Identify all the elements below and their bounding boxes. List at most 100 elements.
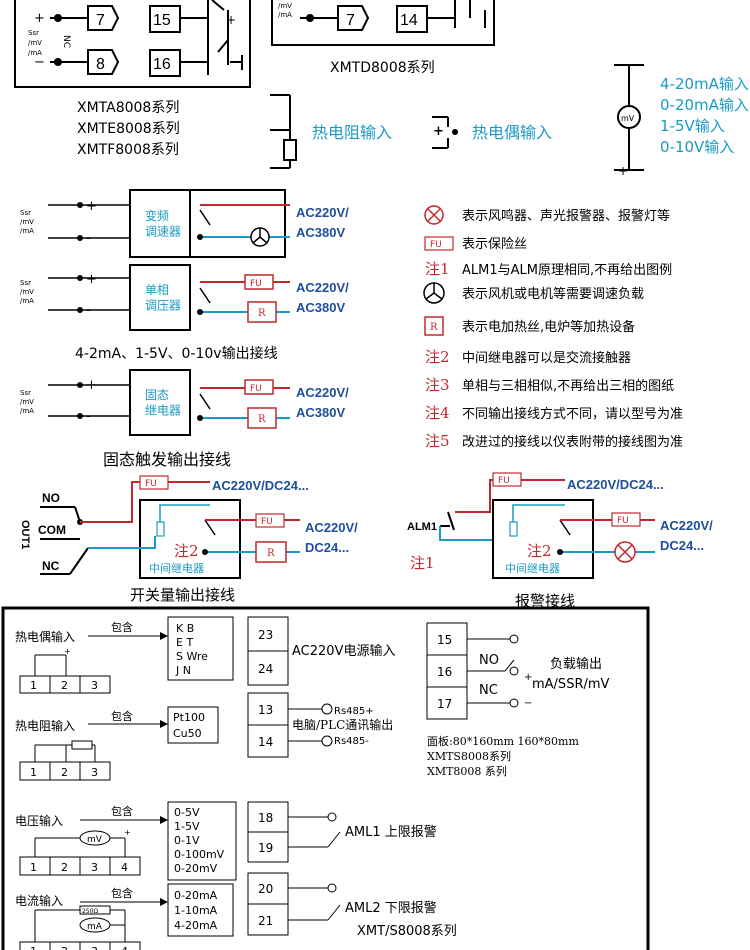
svg-text:K B: K B bbox=[176, 622, 194, 635]
rtd-type-box bbox=[167, 706, 219, 744]
ssr-label: Ssr bbox=[28, 29, 39, 37]
svg-text:FU: FU bbox=[261, 517, 273, 527]
svg-text:R: R bbox=[267, 548, 275, 559]
svg-text:/mA: /mA bbox=[278, 11, 292, 19]
regulator-box bbox=[129, 264, 191, 331]
terminal-7b bbox=[337, 5, 370, 31]
mv-meter-symbol: mV + bbox=[614, 64, 644, 178]
svg-text:1-5V: 1-5V bbox=[174, 820, 200, 833]
svg-text:NC: NC bbox=[42, 559, 60, 573]
svg-text:热电阻输入: 热电阻输入 bbox=[15, 718, 75, 733]
caption-ssr-output: 固态触发输出接线 bbox=[103, 450, 231, 469]
svg-text:包含: 包含 bbox=[111, 620, 133, 634]
svg-text:表示风鸣器、声光报警器、报警灯等: 表示风鸣器、声光报警器、报警灯等 bbox=[462, 208, 670, 224]
terminal-8 bbox=[87, 49, 120, 75]
svg-text:4: 4 bbox=[121, 861, 128, 874]
svg-text:0-20mA输入: 0-20mA输入 bbox=[660, 96, 749, 114]
rtd-input-label: 热电阻输入 bbox=[312, 123, 392, 142]
svg-text:NC: NC bbox=[479, 683, 498, 698]
top-left-panel: + − Ssr /mV /mA NC 7 8 15 16 + bbox=[14, 0, 251, 88]
svg-text:XMT/S8008系列: XMT/S8008系列 bbox=[357, 924, 457, 939]
svg-text:/mV: /mV bbox=[20, 218, 34, 226]
relay-box bbox=[139, 499, 241, 579]
svg-text:/mA: /mA bbox=[20, 407, 34, 415]
svg-text:0-20mV: 0-20mV bbox=[174, 862, 218, 875]
svg-text:+: + bbox=[226, 13, 236, 27]
svg-text:DC24...: DC24... bbox=[305, 540, 349, 555]
svg-text:中间继电器: 中间继电器 bbox=[505, 562, 560, 575]
svg-text:24: 24 bbox=[258, 662, 273, 676]
svg-text:/mV: /mV bbox=[20, 288, 34, 296]
terminal-16 bbox=[149, 49, 181, 77]
vfd-label: 变频调速器 bbox=[145, 208, 181, 239]
analog-input-list: 4-20mA输入 0-20mA输入 1-5V输入 0-10V输入 bbox=[660, 75, 749, 156]
rtd-input-block: 热电阻输入 包含 1 2 3 Pt100 Cu50 bbox=[15, 706, 219, 781]
power-terminals: 23 24 AC220V电源输入 bbox=[247, 616, 395, 686]
svg-text:R: R bbox=[430, 322, 438, 333]
svg-text:4-20mA输入: 4-20mA输入 bbox=[660, 75, 749, 93]
legend: 表示风鸣器、声光报警器、报警灯等 FU 表示保险丝 注1 ALM1与ALM原理相… bbox=[423, 205, 683, 450]
svg-text:表示风机或电机等需要调速负载: 表示风机或电机等需要调速负载 bbox=[462, 286, 644, 302]
svg-text:变频调速器: 变频调速器 bbox=[145, 208, 181, 239]
svg-text:7: 7 bbox=[346, 12, 355, 29]
svg-text:2: 2 bbox=[61, 945, 68, 950]
panel-spec: 面板:80*160mm 160*80mm XMTS8008系列 XMT8008 … bbox=[427, 734, 579, 778]
svg-text:0-5V: 0-5V bbox=[174, 806, 200, 819]
svg-text:注1: 注1 bbox=[410, 554, 435, 572]
svg-text:18: 18 bbox=[258, 811, 273, 825]
svg-text:J N: J N bbox=[175, 664, 191, 677]
mv-label: /mV bbox=[28, 39, 42, 47]
svg-text:15: 15 bbox=[437, 633, 452, 647]
alarm1-terminals: 18 19 AML1 上限报警 bbox=[247, 801, 437, 863]
svg-text:注3: 注3 bbox=[425, 376, 450, 394]
ma-label: /mA bbox=[28, 49, 42, 57]
alarm-wiring: ALM1 FU AC220V/DC24... 注2 中间继电器 FU AC220… bbox=[407, 472, 713, 579]
terminal-7 bbox=[87, 5, 120, 31]
svg-text:1: 1 bbox=[30, 945, 37, 950]
svg-text:中间继电器: 中间继电器 bbox=[149, 562, 204, 575]
svg-text:FU: FU bbox=[250, 384, 262, 394]
ssr-label: 固态继电器 bbox=[145, 388, 181, 418]
svg-text:单相与三相相似,不再给出三相的图纸: 单相与三相相似,不再给出三相的图纸 bbox=[462, 378, 674, 394]
svg-text:注1: 注1 bbox=[425, 260, 450, 278]
svg-text:3: 3 bbox=[91, 679, 98, 692]
relay-terminals: 15 16 17 NO NC + − 负载输出 mA/SSR/mV bbox=[426, 622, 610, 720]
svg-text:0-10V输入: 0-10V输入 bbox=[660, 138, 734, 156]
svg-text:FU: FU bbox=[498, 476, 510, 486]
curr-type-box bbox=[167, 883, 234, 937]
svg-text:AC220V电源输入: AC220V电源输入 bbox=[292, 643, 395, 659]
svg-text:中间继电器可以是交流接触器: 中间继电器可以是交流接触器 bbox=[462, 350, 631, 366]
svg-text:−: − bbox=[524, 698, 532, 709]
svg-text:0-20mA: 0-20mA bbox=[174, 889, 218, 902]
svg-text:AML2 下限报警: AML2 下限报警 bbox=[345, 900, 437, 916]
svg-text:Cu50: Cu50 bbox=[173, 727, 202, 740]
svg-text:2: 2 bbox=[61, 861, 68, 874]
svg-text:+: + bbox=[618, 164, 628, 178]
svg-text:NO: NO bbox=[42, 491, 60, 505]
svg-text:3: 3 bbox=[91, 861, 98, 874]
svg-text:负载输出: 负载输出 bbox=[550, 656, 602, 672]
svg-text:1: 1 bbox=[30, 766, 37, 779]
svg-text:4: 4 bbox=[121, 945, 128, 950]
minus-sign: − bbox=[34, 55, 45, 70]
svg-text:7: 7 bbox=[96, 12, 105, 29]
fuse-icon bbox=[244, 379, 274, 395]
svg-text:Ssr: Ssr bbox=[20, 389, 31, 397]
svg-text:FU: FU bbox=[430, 240, 442, 250]
svg-text:表示电加热丝,电炉等加热设备: 表示电加热丝,电炉等加热设备 bbox=[462, 319, 635, 335]
svg-text:+: + bbox=[64, 647, 71, 656]
svg-text:包含: 包含 bbox=[111, 886, 133, 900]
terminal-15 bbox=[149, 5, 181, 33]
plus-sign: + bbox=[34, 11, 45, 26]
svg-text:/mA: /mA bbox=[20, 227, 34, 235]
svg-text:包含: 包含 bbox=[111, 804, 133, 818]
svg-text:0-100mV: 0-100mV bbox=[174, 848, 225, 861]
series-list-left: XMTA8008系列 XMTE8008系列 XMTF8008系列 bbox=[77, 100, 180, 158]
voltage-input-block: 电压输入 包含 mV + 1 2 3 4 0-5V 1-5V 0-1V 0-10… bbox=[15, 801, 237, 881]
svg-text:1-5V输入: 1-5V输入 bbox=[660, 117, 725, 135]
fuse-icon bbox=[492, 472, 522, 487]
svg-text:1: 1 bbox=[30, 679, 37, 692]
svg-text:FU: FU bbox=[250, 279, 262, 289]
svg-text:19: 19 bbox=[258, 841, 273, 855]
